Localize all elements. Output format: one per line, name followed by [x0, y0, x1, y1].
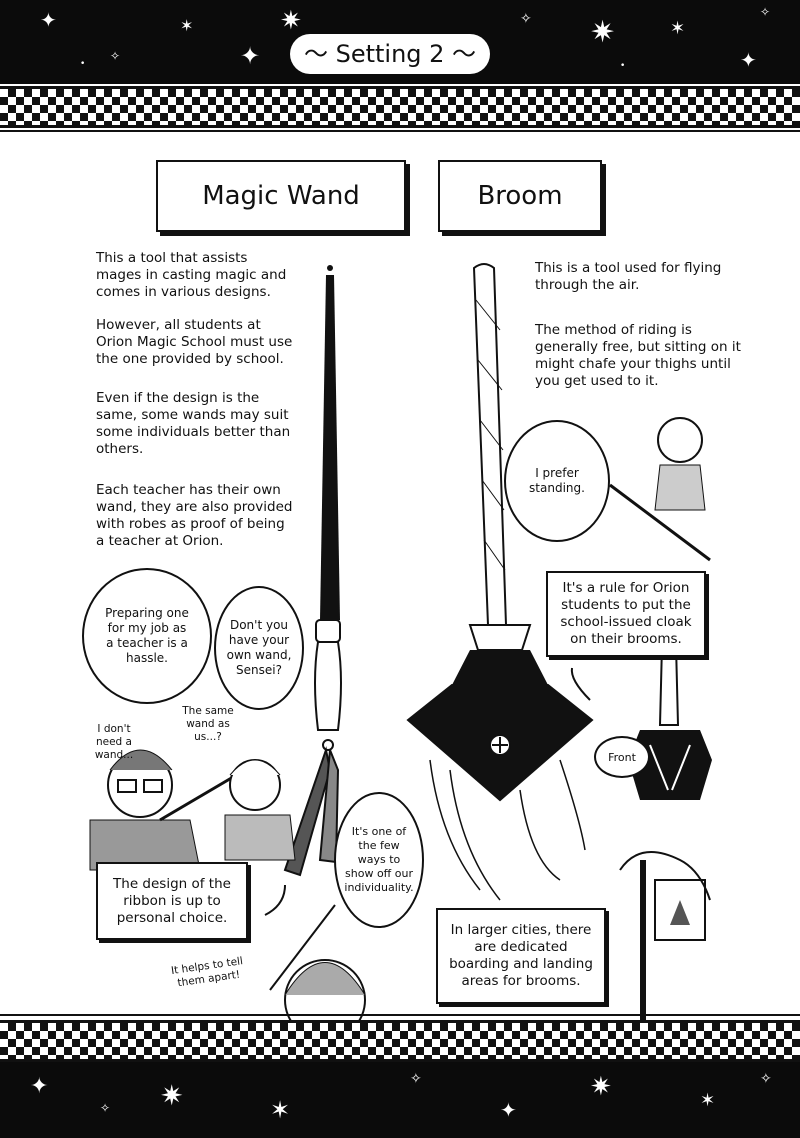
speech-bubble-teacher: Preparing one for my job as a teacher is…	[82, 568, 212, 704]
speech-bubble-student: Don't you have your own wand, Sensei?	[214, 586, 304, 710]
flying-student-illustration	[609, 417, 711, 562]
sparkle-icon: ✧	[760, 5, 771, 19]
wand-heading-box: Magic Wand	[156, 160, 406, 232]
checker-border-top	[0, 86, 800, 128]
sparkle-icon: ✧	[410, 1071, 422, 1087]
scribble-same-wand: The same wand as us...?	[182, 705, 234, 743]
signpost-illustration	[619, 851, 711, 1040]
front-label-bubble: Front	[594, 736, 650, 778]
wand-paragraph: Each teacher has their own wand, they ar…	[96, 482, 293, 549]
broom-heading: Broom	[477, 181, 563, 211]
cloak-note-box: It's a rule for Orion students to put th…	[546, 571, 706, 657]
sparkle-icon: ✦	[240, 42, 261, 70]
sparkle-icon: •	[80, 59, 86, 69]
cities-note-box: In larger cities, there are dedicated bo…	[436, 908, 606, 1004]
sparkle-icon: ✧	[110, 49, 121, 63]
sparkle-icon: •	[620, 61, 626, 71]
speech-bubble-text: I prefer standing.	[529, 466, 585, 495]
sparkle-icon: ✷	[590, 15, 616, 50]
sparkle-icon: ✦	[40, 8, 57, 32]
speech-bubble-individuality: It's one of the few ways to show off our…	[334, 792, 424, 928]
scribble-no-wand: I don't need a wand...	[94, 723, 134, 761]
section-title-pill: 〜 Setting 2 〜	[290, 34, 490, 74]
checker-border-bottom	[0, 1020, 800, 1062]
divider	[0, 130, 800, 132]
sparkle-icon: ✶	[670, 18, 686, 39]
sparkle-icon: ✶	[270, 1096, 291, 1124]
wand-paragraph: Even if the design is the same, some wan…	[96, 390, 291, 457]
sparkle-icon: ✧	[520, 11, 532, 27]
ribbon-note-box: The design of the ribbon is up to person…	[96, 862, 248, 940]
broom-paragraph: This is a tool used for flying through t…	[535, 260, 722, 293]
sparkle-icon: ✦	[500, 1098, 517, 1122]
cloak-note: It's a rule for Orion students to put th…	[560, 580, 692, 647]
broom-illustration	[406, 263, 594, 901]
sparkle-icon: ✧	[100, 1101, 111, 1115]
speech-bubble-standing: I prefer standing.	[504, 420, 610, 542]
speech-bubble-text: It's one of the few ways to show off our…	[344, 825, 414, 894]
speech-bubble-text: Preparing one for my job as a teacher is…	[105, 606, 189, 665]
cities-note: In larger cities, there are dedicated bo…	[449, 922, 593, 989]
tilde-icon: 〜	[444, 40, 477, 68]
tilde-icon: 〜	[303, 40, 336, 68]
speech-bubble-text: Don't you have your own wand, Sensei?	[226, 618, 292, 677]
sparkle-icon: ✶	[700, 1090, 716, 1111]
sparkle-icon: ✦	[740, 48, 757, 72]
front-label: Front	[608, 750, 636, 764]
ribbon-note: The design of the ribbon is up to person…	[113, 875, 231, 926]
sparkle-icon: ✷	[280, 6, 302, 36]
wand-paragraph: However, all students at Orion Magic Sch…	[96, 317, 293, 367]
broom-heading-box: Broom	[438, 160, 602, 232]
broom-front-illustration	[628, 644, 712, 800]
bottom-starry-band: ✦ ✧ ✷ ✶ ✧ ✦ ✷ ✶ ✧	[0, 1062, 800, 1138]
sparkle-icon: ✧	[760, 1071, 772, 1087]
sparkle-icon: ✷	[590, 1072, 612, 1102]
divider	[0, 1014, 800, 1016]
sparkle-icon: ✶	[180, 16, 194, 35]
wand-description: This a tool that assists mages in castin…	[96, 250, 296, 550]
section-title: Setting 2	[335, 40, 445, 68]
wand-paragraph: This a tool that assists mages in castin…	[96, 250, 287, 300]
wand-heading: Magic Wand	[202, 181, 360, 211]
teacher-illustration	[89, 749, 246, 871]
student-illustration	[224, 759, 296, 861]
broom-description: This is a tool used for flying through t…	[535, 260, 750, 390]
broom-paragraph: The method of riding is generally free, …	[535, 322, 741, 389]
magic-wand-illustration	[264, 265, 342, 916]
sparkle-icon: ✦	[30, 1074, 49, 1099]
sparkle-icon: ✷	[160, 1079, 184, 1112]
